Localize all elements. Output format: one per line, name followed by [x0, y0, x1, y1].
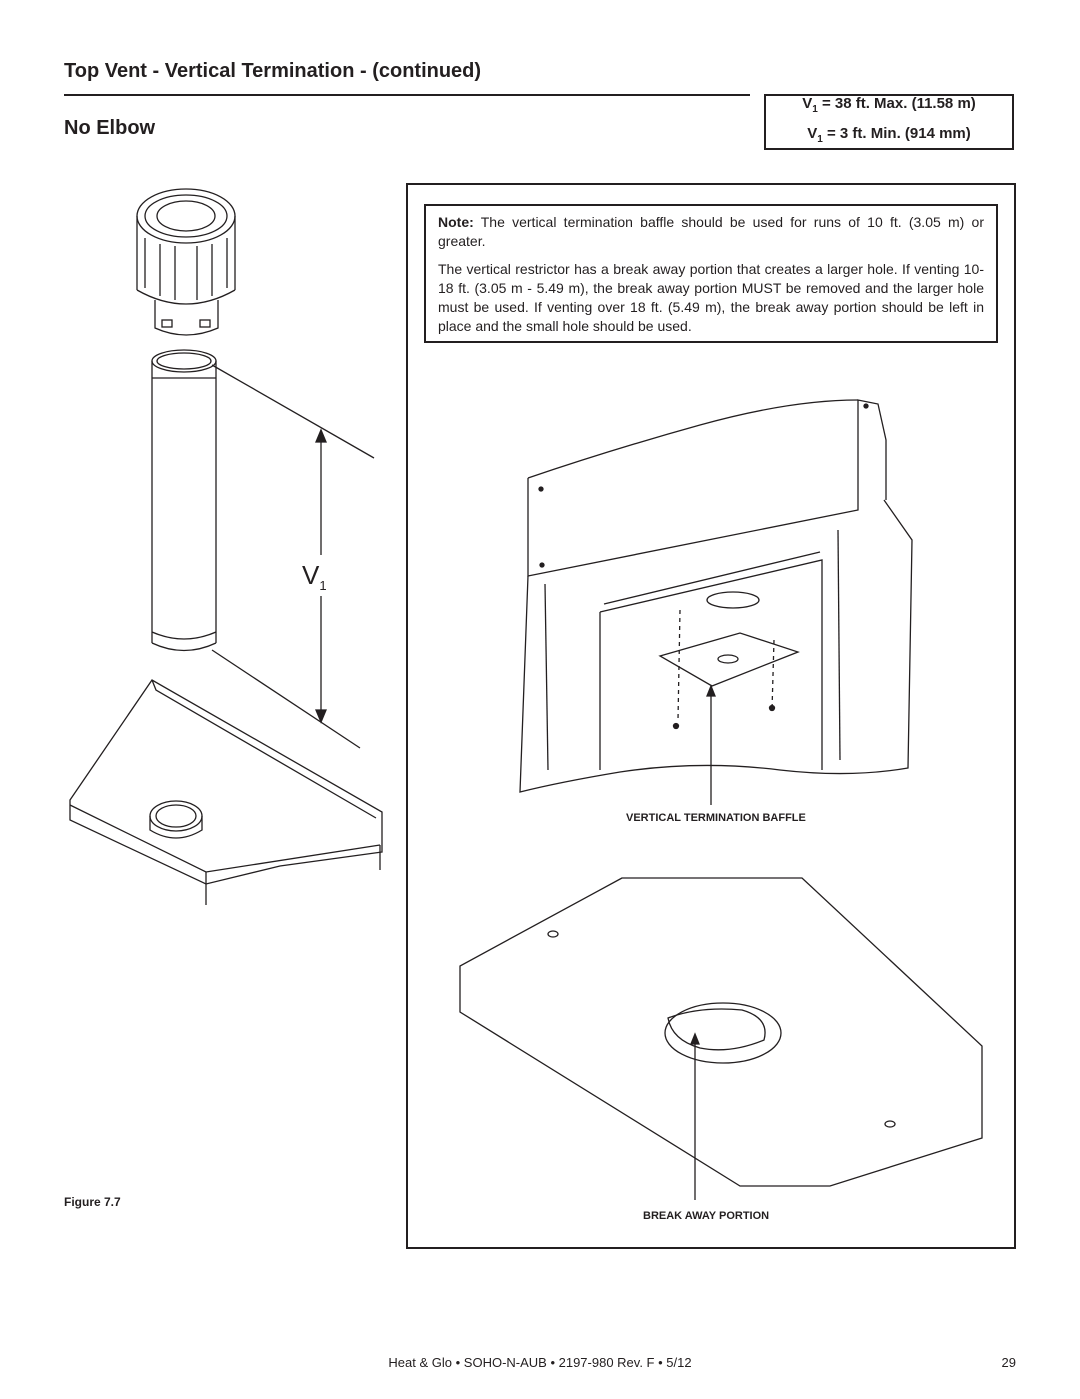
v1-dimension-label: V1	[302, 560, 327, 593]
vent-spec-box: V1 = 38 ft. Max. (11.58 m) V1 = 3 ft. Mi…	[764, 94, 1014, 150]
note-box: Note: The vertical termination baffle sh…	[424, 204, 998, 343]
section-subtitle: No Elbow	[64, 117, 156, 139]
v1-var: V	[302, 560, 320, 590]
footer-text: Heat & Glo • SOHO-N-AUB • 2197-980 Rev. …	[388, 1355, 692, 1370]
vent-pipe-drawing	[151, 349, 217, 652]
spec-min-line: V1 = 3 ft. Min. (914 mm)	[807, 122, 971, 152]
note-text-1: The vertical termination baffle should b…	[438, 214, 984, 249]
note-paragraph-1: Note: The vertical termination baffle sh…	[438, 213, 984, 251]
note-paragraph-2: The vertical restrictor has a break away…	[438, 261, 984, 334]
figure-caption: Figure 7.7	[64, 1195, 121, 1209]
termination-cap-drawing	[136, 188, 236, 336]
dimension-lines	[211, 364, 375, 749]
spec-min-var: V	[807, 125, 818, 142]
figure-frame	[406, 183, 1016, 1249]
page-number: 29	[1001, 1355, 1016, 1370]
page-title: Top Vent - Vertical Termination - (conti…	[64, 60, 482, 82]
spec-min-text: = 3 ft. Min. (914 mm)	[822, 125, 971, 142]
callout-break-away-portion: BREAK AWAY PORTION	[643, 1210, 770, 1222]
callout-vertical-termination-baffle: VERTICAL TERMINATION BAFFLE	[626, 812, 806, 824]
v1-sub: 1	[319, 578, 327, 594]
note-label: Note:	[438, 214, 474, 230]
spec-min-sub: 1	[817, 134, 823, 145]
spec-max-var: V	[802, 95, 813, 112]
firebox-top-plate	[69, 679, 383, 905]
firebox-assembly-drawing	[519, 399, 913, 805]
spec-max-text: = 38 ft. Max. (11.58 m)	[817, 95, 976, 112]
spec-max-line: V1 = 38 ft. Max. (11.58 m)	[802, 92, 976, 122]
spec-max-sub: 1	[812, 104, 818, 115]
title-rule	[64, 94, 750, 96]
breakaway-baffle-drawing	[459, 877, 983, 1200]
